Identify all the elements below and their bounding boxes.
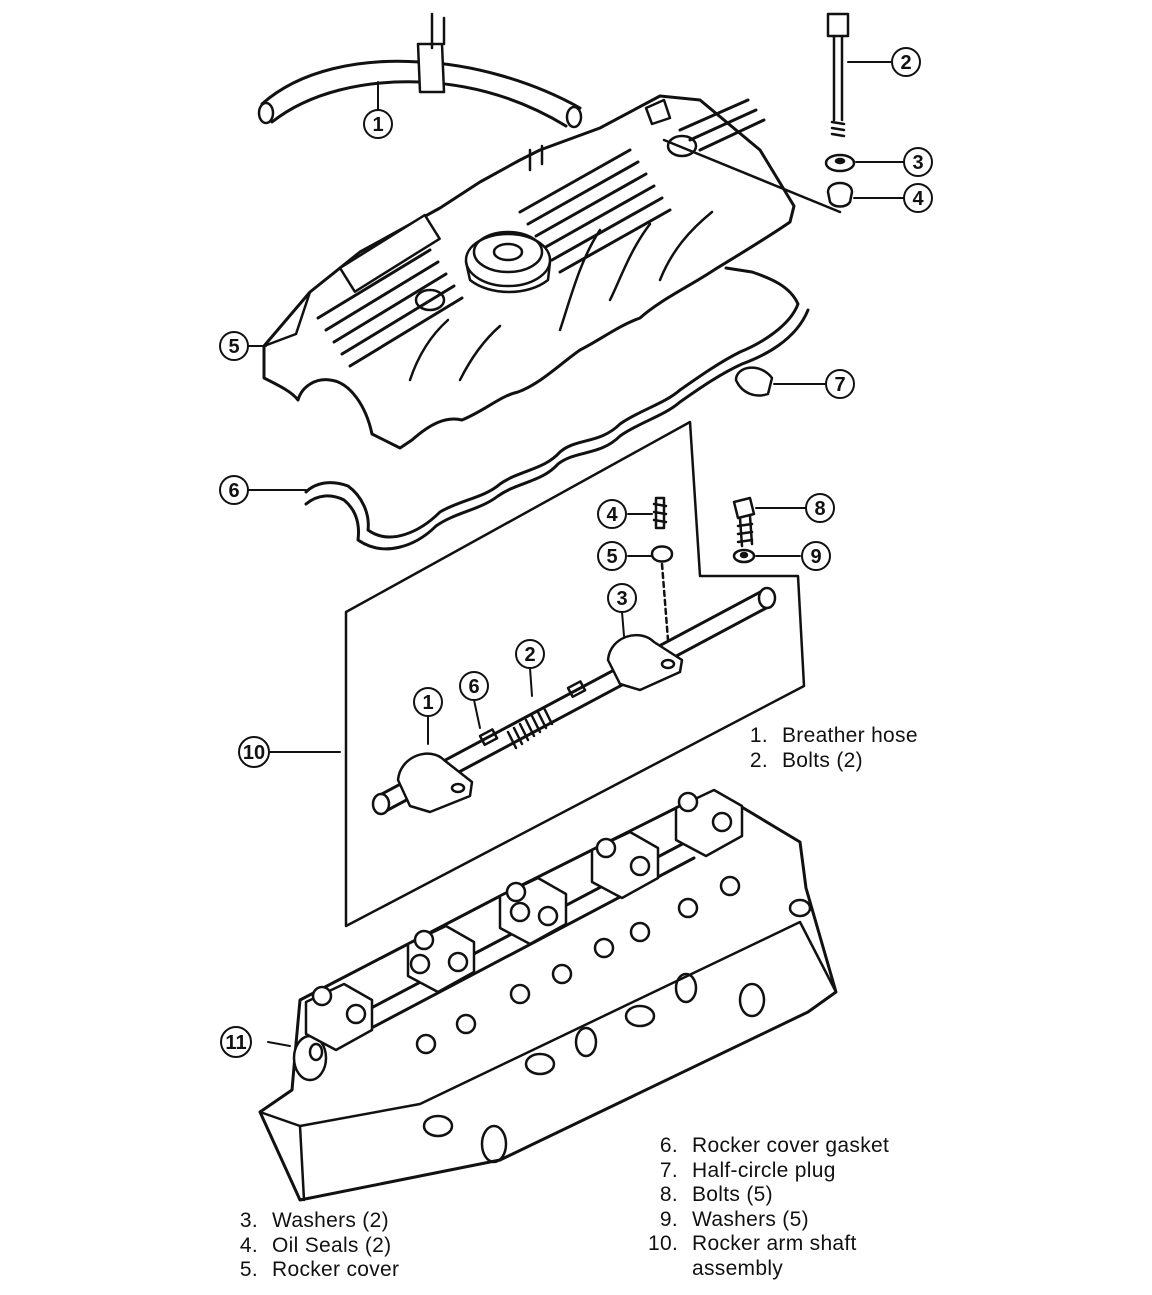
callout-7: 7: [825, 369, 855, 399]
callout-1: 1: [363, 109, 393, 139]
legend-group-2: 6. Rocker cover gasket 7. Half-circle pl…: [648, 1134, 889, 1281]
legend-label: Breather hose: [782, 724, 918, 747]
legend-label: Bolts (2): [782, 748, 863, 772]
legend-number: 5.: [239, 1258, 258, 1281]
svg-text:2: 2: [900, 52, 911, 74]
legend-label: Rocker cover: [272, 1258, 400, 1281]
legend-item: 1. Breather hose: [742, 724, 918, 749]
svg-text:1: 1: [372, 114, 383, 136]
rocker-shaft: [371, 496, 777, 816]
inset-callout-1: 1: [413, 687, 443, 717]
legend-label: Rocker arm shaft: [692, 1232, 857, 1255]
svg-text:5: 5: [606, 546, 617, 568]
legend-item: 5. Rocker cover: [232, 1258, 399, 1283]
svg-text:1: 1: [422, 692, 433, 714]
svg-text:3: 3: [912, 152, 923, 174]
svg-text:4: 4: [606, 504, 618, 526]
legend-number: 2.: [749, 748, 768, 772]
svg-text:4: 4: [912, 188, 924, 210]
inset-callout-6: 6: [459, 671, 489, 701]
callout-4: 4: [903, 183, 933, 213]
svg-text:11: 11: [225, 1032, 246, 1054]
svg-text:10: 10: [243, 742, 265, 764]
svg-text:6: 6: [228, 480, 239, 502]
washer-3: [824, 153, 856, 173]
callout-5: 5: [219, 331, 249, 361]
legend-number: 3.: [239, 1209, 258, 1232]
legend-label: Half-circle plug: [692, 1158, 836, 1182]
svg-text:6: 6: [468, 676, 479, 698]
svg-text:3: 3: [616, 588, 627, 610]
legend-label: Washers (2): [272, 1209, 389, 1232]
svg-text:5: 5: [228, 336, 239, 358]
legend-item-continuation: assembly: [648, 1257, 889, 1282]
legend-number: 1.: [749, 724, 768, 747]
bolt-2: [826, 12, 850, 138]
svg-text:7: 7: [834, 374, 845, 396]
legend-group-1: 1. Breather hose 2. Bolts (2): [742, 724, 918, 773]
svg-text:8: 8: [814, 498, 825, 520]
legend-label: Oil Seals (2): [272, 1233, 392, 1257]
half-circle-plug: [734, 366, 774, 397]
legend-item: 7. Half-circle plug: [648, 1159, 889, 1184]
legend-number: 8.: [659, 1183, 678, 1206]
inset-callout-8: 8: [805, 493, 835, 523]
svg-text:9: 9: [810, 546, 821, 568]
inset-callout-4: 4: [597, 499, 627, 529]
inset-callout-5: 5: [597, 541, 627, 571]
legend-number: 9.: [659, 1207, 678, 1231]
legend-item: 8. Bolts (5): [648, 1183, 889, 1208]
legend-number: 4.: [239, 1233, 258, 1257]
legend-item: 6. Rocker cover gasket: [648, 1134, 889, 1159]
inset-callout-9: 9: [801, 541, 831, 571]
legend-item: 4. Oil Seals (2): [232, 1234, 399, 1259]
legend-label: Rocker cover gasket: [692, 1134, 890, 1157]
rocker-cover-gasket: [304, 266, 810, 551]
oil-seal-4: [826, 181, 854, 208]
legend-label: Bolts (5): [692, 1183, 773, 1206]
legend-item: 9. Washers (5): [648, 1208, 889, 1233]
leader-lines: [247, 61, 905, 1047]
legend-item: 3. Washers (2): [232, 1209, 399, 1234]
inset-callout-2: 2: [515, 639, 545, 669]
rocker-cover: [262, 94, 842, 450]
callouts: 1 2 3 4 5 7 6 10 11 4 5 8 9 3 2 6: [219, 47, 933, 1058]
callout-6: 6: [219, 475, 249, 505]
svg-text:2: 2: [524, 644, 535, 666]
washer-9: [732, 548, 756, 564]
callout-11: 11: [220, 1026, 252, 1058]
callout-3: 3: [903, 147, 933, 177]
legend-label: assembly: [692, 1256, 784, 1280]
cylinder-head: [258, 788, 838, 1202]
inset-frame: [344, 420, 806, 928]
bolt-8: [732, 496, 756, 548]
callout-10: 10: [238, 736, 270, 768]
inset-callout-3: 3: [607, 583, 637, 613]
legend-item: 2. Bolts (2): [742, 749, 918, 774]
callout-2: 2: [891, 47, 921, 77]
legend-number: 7.: [659, 1158, 678, 1182]
breather-hose: [257, 12, 583, 129]
legend-item: 10. Rocker arm shaft: [648, 1232, 889, 1257]
legend-label: Washers (5): [692, 1207, 809, 1231]
legend-number: 6.: [659, 1134, 678, 1157]
legend-group-3: 3. Washers (2) 4. Oil Seals (2) 5. Rocke…: [232, 1209, 399, 1283]
legend-number: 10.: [648, 1232, 679, 1255]
